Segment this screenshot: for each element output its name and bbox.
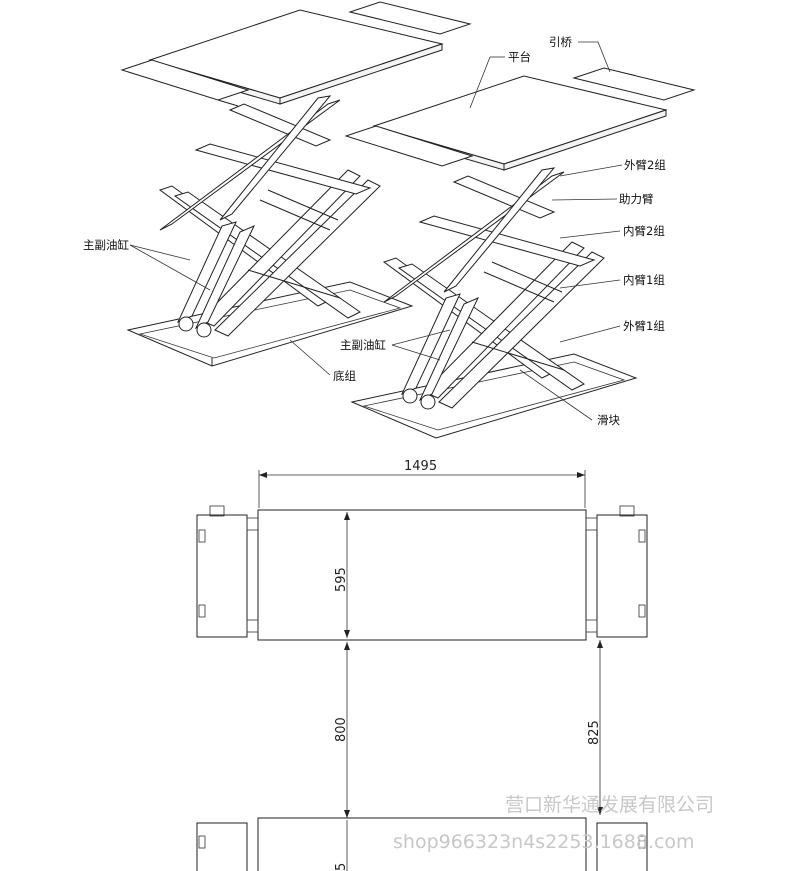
dim-gap-right: 825: [587, 720, 602, 745]
label-slider: 滑块: [597, 413, 620, 427]
label-assist-arm: 助力臂: [619, 192, 654, 206]
right-scissor-lift: [344, 67, 696, 439]
dim-length: 1495: [404, 459, 437, 474]
label-cylinders-right: 主副油缸: [340, 338, 386, 352]
dim-platform-width: 595: [334, 567, 349, 592]
label-cylinders-left: 主副油缸: [83, 238, 129, 252]
label-inner-arm-1: 内臂1组: [623, 273, 665, 287]
dim-gap-left: 800: [334, 717, 349, 742]
watermark-company: 营口新华通发展有限公司: [505, 794, 714, 816]
label-platform: 平台: [508, 50, 531, 64]
label-outer-arm-2: 外臂2组: [624, 158, 666, 172]
label-inner-arm-2: 内臂2组: [623, 224, 665, 238]
dim-bottom-partial: 5: [334, 863, 349, 871]
watermark-shop: shop966323n4s2253.1688.com: [393, 831, 695, 853]
label-base: 底组: [333, 369, 356, 383]
plan-view: [196, 470, 648, 871]
label-outer-arm-1: 外臂1组: [623, 319, 665, 333]
label-ramp: 引桥: [549, 35, 572, 49]
left-scissor-lift: [120, 1, 472, 367]
callout-lines: [129, 41, 623, 421]
